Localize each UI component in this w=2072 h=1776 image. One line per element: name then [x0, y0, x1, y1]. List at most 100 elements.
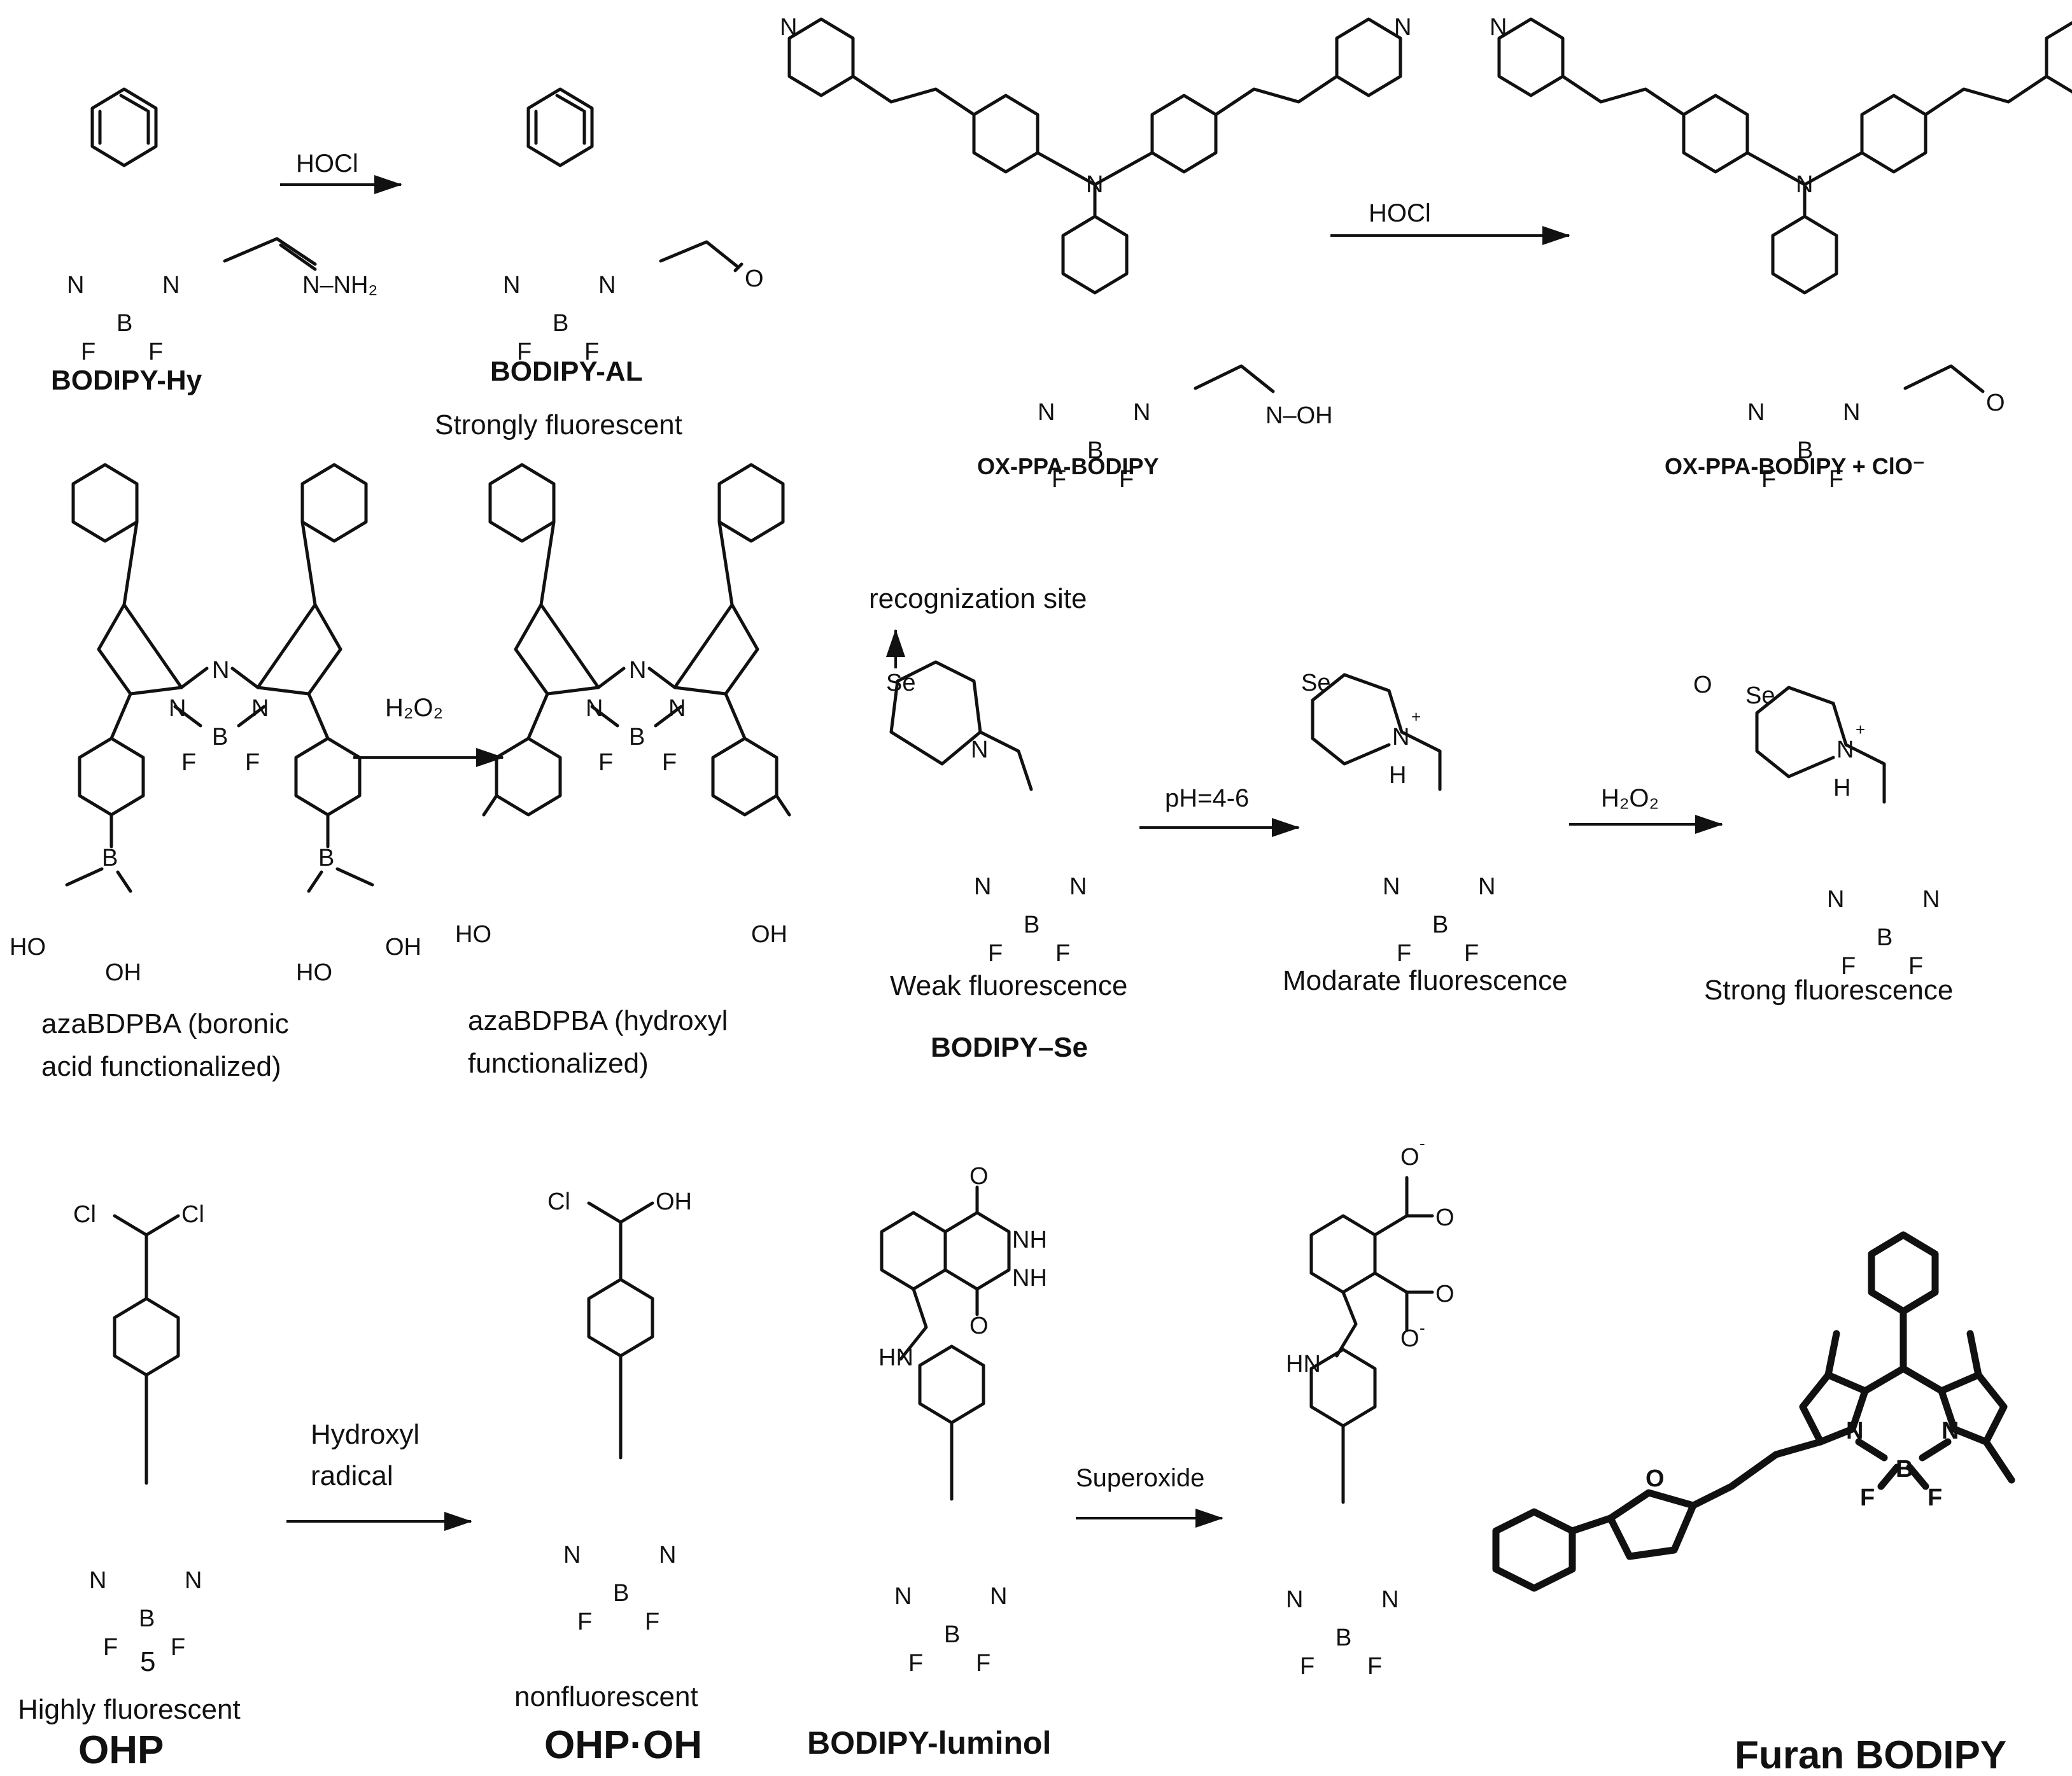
hydrazine-label: N–NH₂: [302, 272, 377, 299]
svg-text:N: N: [251, 695, 269, 722]
svg-text:F: F: [517, 339, 532, 365]
strong-fluorescence-label: Strong fluorescence: [1704, 975, 1953, 1006]
svg-text:F: F: [1928, 1484, 1942, 1511]
svg-text:N: N: [67, 272, 84, 299]
svg-text:B: B: [613, 1580, 629, 1607]
svg-text:N–OH: N–OH: [1265, 402, 1333, 429]
svg-text:O: O: [969, 1163, 989, 1190]
svg-text:N: N: [780, 14, 797, 41]
arrow-label-h2o2-1: H₂O₂: [385, 694, 443, 722]
svg-text:N: N: [169, 695, 186, 722]
ox-ppa-product-structure: N N N N N B F F O: [1490, 14, 2072, 493]
highly-fluorescent-label: Highly fluorescent: [18, 1694, 241, 1725]
svg-text:B: B: [139, 1605, 155, 1632]
svg-text:F: F: [181, 749, 196, 776]
svg-text:O: O: [1400, 1325, 1420, 1352]
svg-text:F: F: [1841, 953, 1856, 980]
svg-text:B: B: [1877, 924, 1892, 951]
svg-text:NH: NH: [1012, 1265, 1047, 1292]
svg-text:N: N: [89, 1567, 106, 1594]
luminol-product-structure: O - O O O - HN N N B F F: [1286, 1134, 1455, 1680]
svg-text:O: O: [745, 265, 764, 292]
svg-text:OH: OH: [751, 921, 787, 948]
svg-text:N: N: [1827, 886, 1844, 913]
svg-text:N: N: [1843, 399, 1860, 426]
aza-boronic-line1: azaBDPBA (boronic: [41, 1008, 289, 1040]
svg-text:N: N: [1846, 1418, 1863, 1444]
bodipy-se-protonated-structure: Se N + H N N B F F: [1301, 670, 1495, 967]
svg-text:N: N: [1383, 873, 1400, 900]
compound-number: 5: [140, 1646, 155, 1677]
aza-hydroxyl-line1: azaBDPBA (hydroxyl: [468, 1005, 728, 1036]
svg-text:O: O: [1646, 1465, 1665, 1492]
svg-text:Se: Se: [1301, 670, 1330, 696]
ohp-oh-name: OHP·OH: [544, 1723, 702, 1767]
svg-text:N: N: [1478, 873, 1495, 900]
ohp-name: OHP: [78, 1728, 164, 1772]
moderate-fluorescence-label: Modarate fluorescence: [1283, 965, 1568, 996]
svg-text:N: N: [586, 695, 603, 722]
svg-text:N: N: [1394, 14, 1411, 41]
svg-text:B: B: [1797, 437, 1813, 464]
svg-text:F: F: [598, 749, 613, 776]
svg-text:B: B: [1336, 1624, 1351, 1651]
svg-text:OH: OH: [385, 934, 421, 961]
bodipy-hy-structure: N N B F F N–NH₂: [67, 87, 377, 365]
ox-ppa-bodipy-name: OX-PPA-BODIPY: [977, 453, 1159, 479]
svg-text:H: H: [1389, 762, 1406, 789]
svg-text:F: F: [1908, 953, 1923, 980]
svg-text:N: N: [1069, 873, 1087, 900]
svg-text:B: B: [629, 724, 645, 751]
svg-text:-: -: [1420, 1134, 1425, 1153]
svg-text:HO: HO: [10, 934, 46, 961]
bodipy-al-note: Strongly fluorescent: [435, 409, 682, 440]
svg-text:Se: Se: [1745, 682, 1775, 709]
svg-text:F: F: [1367, 1653, 1382, 1680]
arrow-label-h2o2-2: H₂O₂: [1601, 784, 1659, 812]
ox-ppa-bodipy-structure: N N N N N B F F N–OH: [780, 14, 1411, 493]
svg-text:B: B: [212, 724, 228, 751]
svg-text:F: F: [103, 1634, 118, 1661]
arrow-label-hydroxyl: Hydroxyl: [311, 1419, 419, 1450]
svg-text:N: N: [1392, 724, 1409, 751]
svg-text:+: +: [1856, 720, 1865, 739]
bodipy-se-name: BODIPY–Se: [931, 1032, 1088, 1063]
svg-text:N: N: [212, 657, 229, 684]
aza-hydroxyl-structure: N N N B F F HO OH: [455, 463, 791, 948]
svg-text:N: N: [1286, 1586, 1303, 1613]
weak-fluorescence-label: Weak fluorescence: [890, 970, 1127, 1001]
svg-text:B: B: [553, 310, 568, 337]
svg-text:HO: HO: [455, 921, 491, 948]
svg-text:HN: HN: [878, 1344, 913, 1371]
svg-text:N: N: [659, 1542, 676, 1568]
svg-text:F: F: [662, 749, 677, 776]
bodipy-hy-name: BODIPY-Hy: [51, 365, 202, 396]
ohp-structure: Cl Cl N N B F F: [73, 1201, 204, 1661]
svg-text:N: N: [1922, 886, 1940, 913]
svg-text:F: F: [171, 1634, 185, 1661]
svg-text:Cl: Cl: [547, 1188, 570, 1215]
svg-text:F: F: [1397, 940, 1411, 967]
arrow-label-hocl-1: HOCl: [296, 150, 358, 178]
ox-ppa-product-name: OX-PPA-BODIPY + ClO⁻: [1665, 453, 1925, 479]
arrow-label-radical: radical: [311, 1460, 393, 1491]
svg-text:O: O: [1693, 672, 1712, 698]
furan-bodipy-structure: N N B F F O: [1492, 1231, 2015, 1592]
svg-text:N: N: [1133, 399, 1150, 426]
svg-text:N: N: [894, 1583, 912, 1610]
svg-text:B: B: [1896, 1456, 1913, 1483]
svg-text:O: O: [1986, 390, 2005, 416]
svg-text:Cl: Cl: [73, 1201, 96, 1228]
svg-text:B: B: [102, 845, 118, 871]
arrow-label-ph: pH=4-6: [1165, 784, 1249, 812]
svg-text:OH: OH: [105, 959, 141, 986]
svg-text:HN: HN: [1286, 1351, 1321, 1378]
svg-text:B: B: [318, 845, 334, 871]
nonfluorescent-label: nonfluorescent: [514, 1681, 698, 1712]
svg-text:N: N: [598, 272, 616, 299]
svg-text:F: F: [908, 1650, 923, 1677]
svg-text:OH: OH: [656, 1188, 692, 1215]
svg-text:O: O: [1435, 1281, 1455, 1307]
svg-text:N: N: [1086, 171, 1103, 198]
svg-text:N: N: [185, 1567, 202, 1594]
